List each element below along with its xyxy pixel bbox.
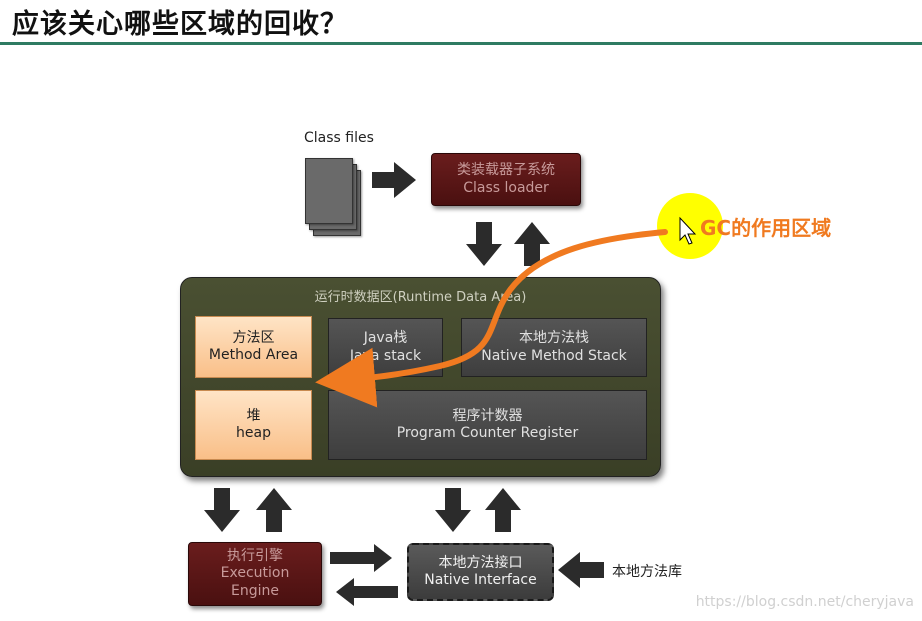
execution-engine-zh: 执行引擎: [227, 547, 283, 564]
title-divider: [0, 42, 922, 45]
arrow-down-icon: [466, 222, 502, 266]
arrow-up-icon: [485, 488, 521, 532]
heap-zh: 堆: [246, 407, 261, 424]
arrow-left-icon: [336, 578, 398, 606]
pc-register-zh: 程序计数器: [452, 407, 523, 424]
class-loader-box: 类装载器子系统 Class loader: [431, 153, 581, 206]
arrow-up-icon: [256, 488, 292, 532]
page-title: 应该关心哪些区域的回收？: [12, 9, 348, 40]
execution-engine-en1: Execution: [220, 565, 290, 582]
native-interface-en: Native Interface: [424, 572, 537, 588]
arrow-up-icon: [514, 222, 550, 266]
native-method-stack-zh: 本地方法栈: [519, 330, 589, 346]
heap-box: 堆 heap: [195, 390, 312, 460]
watermark: https://blog.csdn.net/cheryjava: [695, 594, 914, 610]
java-stack-zh: Java栈: [363, 330, 408, 346]
pc-register-en: Program Counter Register: [396, 425, 579, 441]
pc-register-box: 程序计数器 Program Counter Register: [328, 390, 647, 460]
native-interface-zh: 本地方法接口: [438, 554, 523, 571]
execution-engine-box: 执行引擎 Execution Engine: [188, 542, 322, 606]
arrow-right-icon: [372, 162, 416, 198]
class-loader-en: Class loader: [463, 179, 549, 196]
native-library-label: 本地方法库: [612, 564, 682, 580]
class-files-label: Class files: [304, 130, 374, 146]
gc-pointer-arrow: [315, 229, 668, 408]
execution-engine-en2: Engine: [231, 582, 279, 599]
gc-area-label: GC的作用区域: [700, 216, 832, 240]
class-loader-zh: 类装载器子系统: [457, 162, 555, 178]
cursor-icon: [679, 216, 697, 245]
method-area-box: 方法区 Method Area: [195, 316, 312, 378]
arrow-right-icon: [330, 544, 392, 572]
cursor-highlight: [657, 193, 723, 259]
arrow-down-icon: [204, 488, 240, 532]
heap-en: heap: [236, 425, 271, 441]
method-area-zh: 方法区: [232, 329, 275, 346]
arrow-left-icon: [558, 552, 604, 588]
runtime-area-title: 运行时数据区(Runtime Data Area): [314, 290, 527, 305]
arrow-down-icon: [435, 488, 471, 532]
method-area-en: Method Area: [208, 347, 299, 363]
native-method-stack-en: Native Method Stack: [481, 347, 627, 364]
native-interface-box: 本地方法接口 Native Interface: [407, 543, 554, 601]
